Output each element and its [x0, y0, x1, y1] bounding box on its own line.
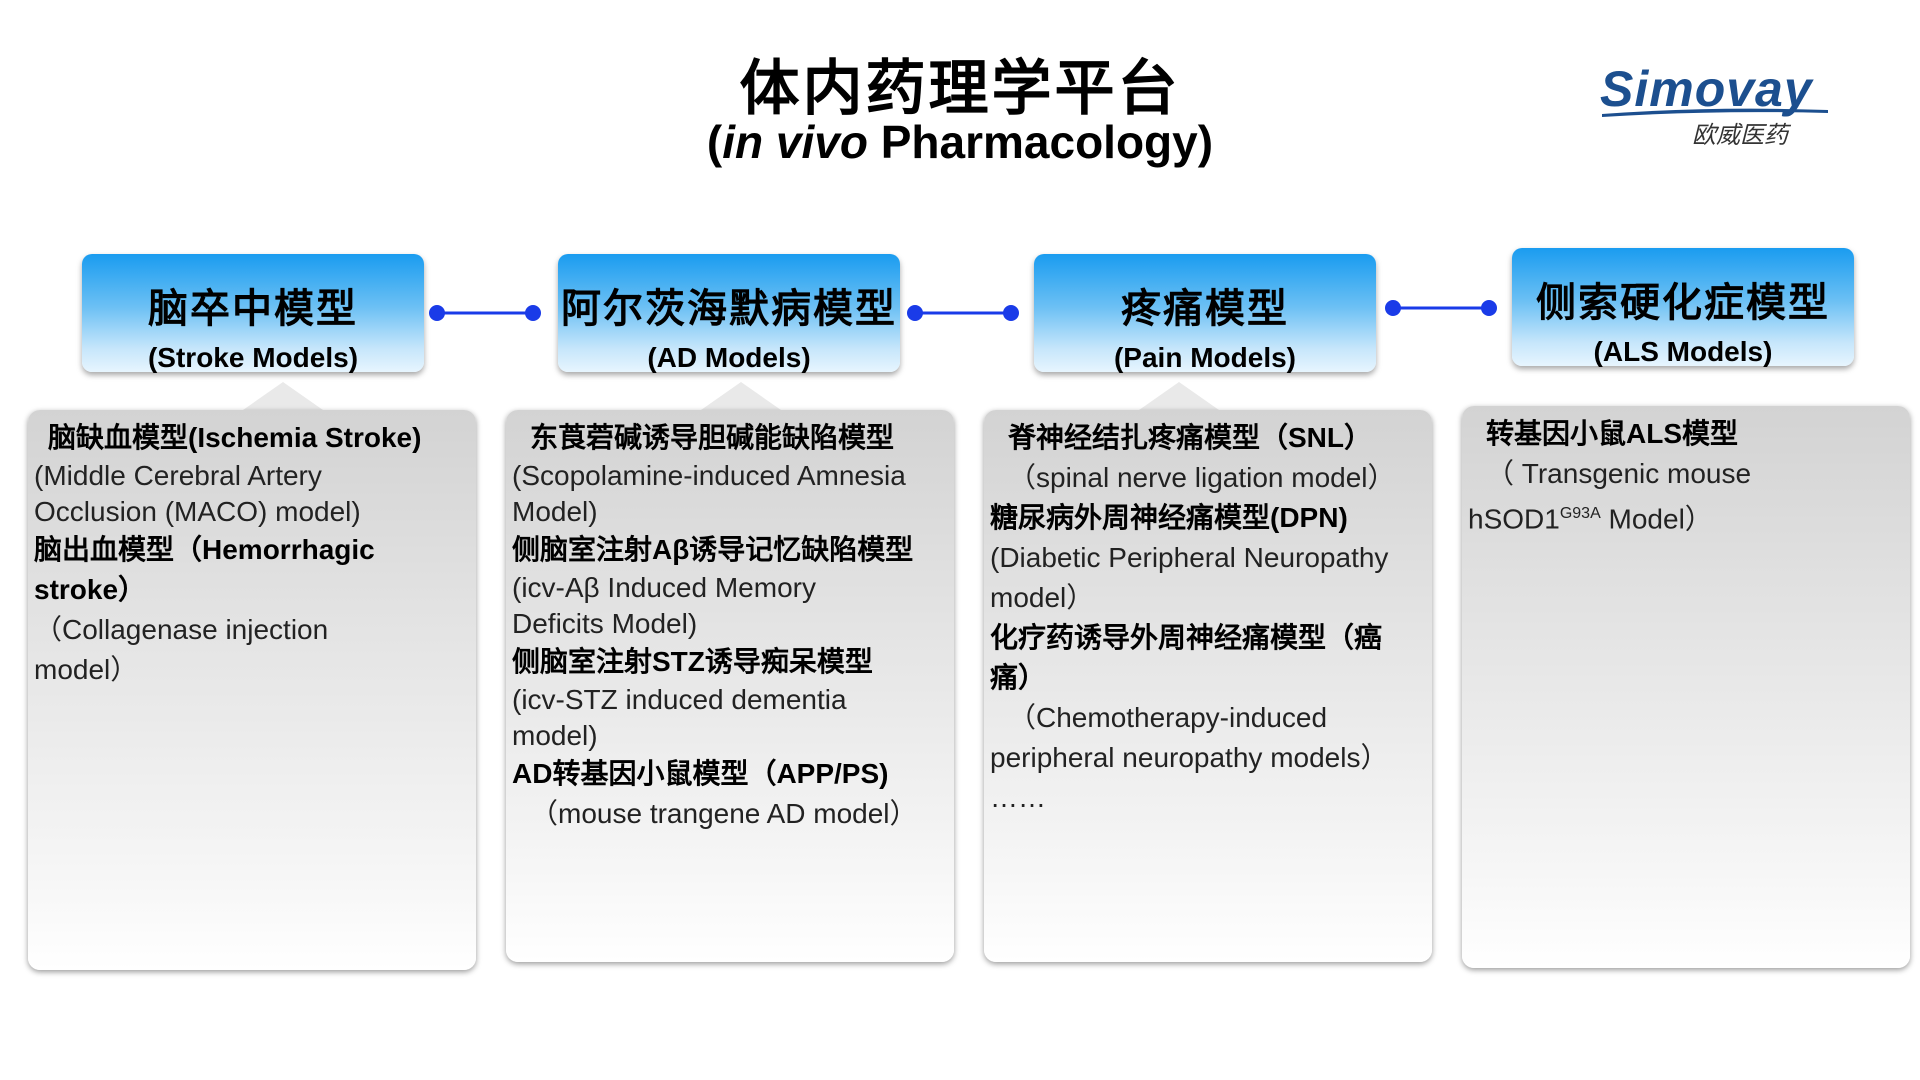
als-line-3: hSOD1G93A Model） — [1468, 494, 1904, 539]
panel-pointer — [243, 382, 323, 410]
pain-line-1: 脊神经结扎疼痛模型（SNL） — [1008, 422, 1373, 453]
logo-subtitle: 欧威医药 — [1692, 122, 1788, 149]
ad-line-2: (Scopolamine-induced Amnesia — [512, 460, 906, 491]
ad-line-7: 侧脑室注射STZ诱导痴呆模型 — [512, 646, 873, 677]
pain-line-4: (Diabetic Peripheral Neuropathy — [990, 542, 1389, 573]
category-pain: 疼痛模型 (Pain Models) — [1034, 254, 1376, 373]
panel-pain: 脊神经结扎疼痛模型（SNL） （spinal nerve ligation mo… — [984, 382, 1432, 962]
stroke-line-7: model） — [34, 654, 139, 685]
stroke-line-4: 脑出血模型（Hemorrhagic — [34, 534, 375, 565]
stroke-line-1: 脑缺血模型(Ischemia Stroke) — [48, 422, 422, 453]
als-line-1: 转基因小鼠ALS模型 — [1486, 418, 1739, 449]
logo-wordmark: Simovay — [1600, 61, 1813, 117]
connector-3 — [1385, 300, 1497, 316]
panel-als: 转基因小鼠ALS模型 （ Transgenic mouse hSOD1G93A … — [1462, 406, 1910, 968]
subtitle-open-paren: ( — [706, 116, 723, 168]
subtitle-italic: in vivo — [722, 116, 868, 168]
logo-swoosh-icon — [1602, 108, 1828, 117]
ad-line-9: model) — [512, 720, 598, 751]
ad-line-4: 侧脑室注射Aβ诱导记忆缺陷模型 — [512, 534, 914, 565]
category-ad: 阿尔茨海默病模型 (AD Models) — [558, 254, 900, 373]
als-line-2: （ Transgenic mouse — [1486, 458, 1752, 489]
ad-line-1: 东莨菪碱诱导胆碱能缺陷模型 — [530, 422, 895, 453]
pain-line-10: …… — [990, 782, 1046, 813]
pain-line-7: 痛） — [990, 662, 1047, 693]
stroke-line-3: Occlusion (MACO) model) — [34, 496, 361, 527]
pain-line-2: （spinal nerve ligation model） — [1008, 462, 1396, 493]
page-subtitle: (in vivo Pharmacology) — [0, 115, 1920, 169]
subtitle-rest: Pharmacology) — [867, 116, 1214, 168]
panel-stroke: 脑缺血模型(Ischemia Stroke) (Middle Cerebral … — [28, 382, 476, 970]
als-gene-name: hSOD1 — [1468, 503, 1560, 535]
als-gene-mutation: G93A — [1559, 505, 1601, 522]
category-pain-zh: 疼痛模型 — [1121, 287, 1289, 331]
panel-als-body: 转基因小鼠ALS模型 （ Transgenic mouse hSOD1G93A … — [1462, 406, 1910, 968]
category-pain-en: (Pain Models) — [1113, 342, 1296, 373]
category-als-zh: 侧索硬化症模型 — [1536, 281, 1830, 325]
panel-pointer — [1139, 382, 1219, 410]
panel-stroke-body: 脑缺血模型(Ischemia Stroke) (Middle Cerebral … — [28, 410, 476, 970]
panel-ad-body: 东莨菪碱诱导胆碱能缺陷模型 (Scopolamine-induced Amnes… — [506, 410, 954, 962]
panel-pointer — [701, 382, 781, 410]
connector-1 — [429, 305, 541, 321]
als-line-3-suffix: Model） — [1600, 503, 1713, 535]
ad-line-6: Deficits Model) — [512, 608, 698, 639]
page-title: 体内药理学平台 — [739, 55, 1181, 122]
ad-line-10: AD转基因小鼠模型（APP/PS) — [512, 758, 889, 789]
panel-pain-body: 脊神经结扎疼痛模型（SNL） （spinal nerve ligation mo… — [984, 410, 1432, 962]
stroke-line-2: (Middle Cerebral Artery — [34, 460, 322, 491]
category-ad-en: (AD Models) — [647, 342, 811, 373]
category-als-en: (ALS Models) — [1593, 336, 1773, 367]
ad-line-8: (icv-STZ induced dementia — [512, 684, 847, 715]
stroke-line-6: （Collagenase injection — [34, 614, 329, 645]
category-stroke-zh: 脑卒中模型 — [148, 287, 358, 331]
panel-ad: 东莨菪碱诱导胆碱能缺陷模型 (Scopolamine-induced Amnes… — [506, 382, 954, 962]
pain-line-8: （Chemotherapy-induced — [1008, 702, 1328, 733]
pain-line-5: model） — [990, 582, 1095, 613]
ad-line-5: (icv-Aβ Induced Memory — [512, 572, 816, 603]
category-als: 侧索硬化症模型 (ALS Models) — [1512, 248, 1854, 367]
company-logo: Simovay 欧威医药 — [1600, 60, 1850, 150]
ad-line-11: （mouse trangene AD model） — [530, 798, 918, 829]
stroke-line-5: stroke） — [34, 574, 147, 605]
category-stroke: 脑卒中模型 (Stroke Models) — [82, 254, 424, 373]
pain-line-6: 化疗药诱导外周神经痛模型（癌 — [990, 622, 1383, 653]
ad-line-3: Model) — [512, 496, 598, 527]
connector-2 — [907, 305, 1019, 321]
category-ad-zh: 阿尔茨海默病模型 — [561, 287, 897, 331]
pain-line-9: peripheral neuropathy models） — [990, 742, 1389, 773]
category-stroke-en: (Stroke Models) — [147, 342, 359, 373]
pain-line-3: 糖尿病外周神经痛模型(DPN) — [990, 502, 1348, 533]
